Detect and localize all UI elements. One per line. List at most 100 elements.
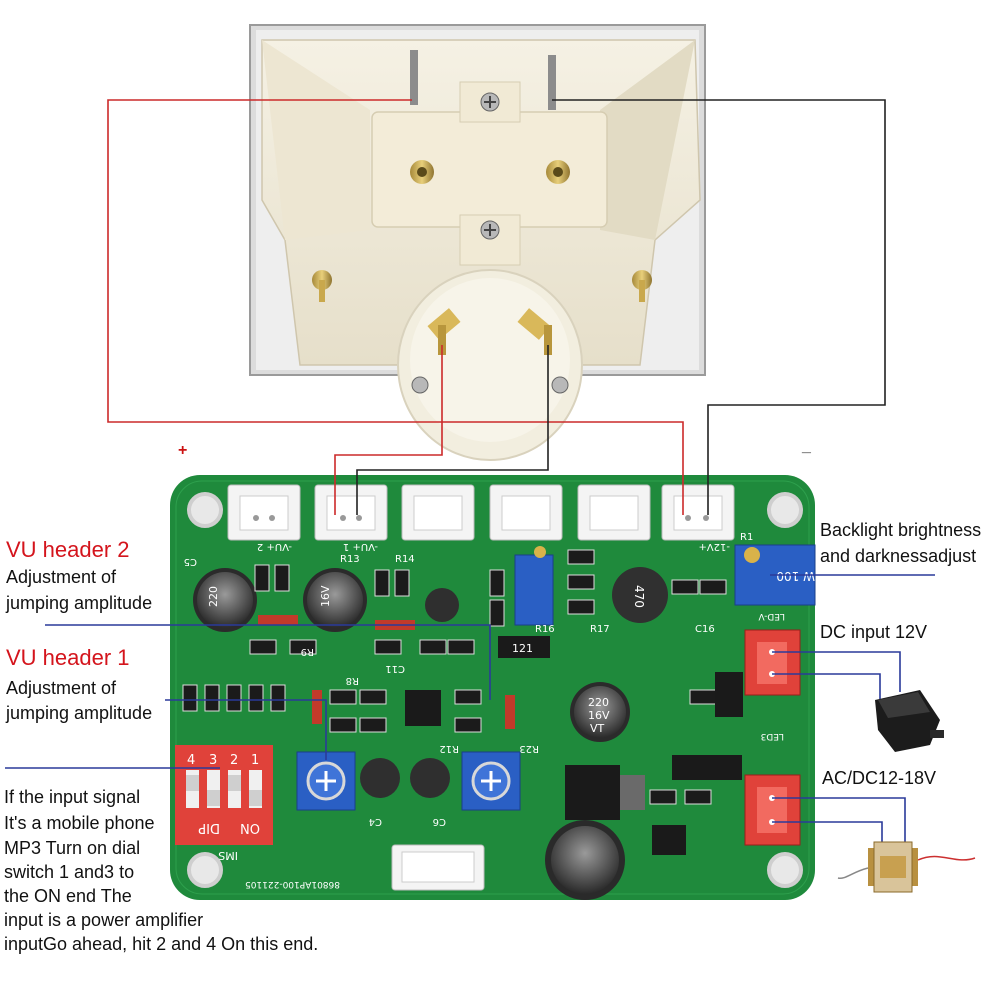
label-vu1-adjust-2: jumping amplitude [6,703,153,723]
svg-text:4: 4 [187,753,195,768]
lamp-terminal-left [410,50,418,105]
label-input-note-7: inputGo ahead, hit 2 and 4 On this end. [4,934,319,954]
capacitor-small [360,758,400,798]
svg-text:C4: C4 [369,816,382,827]
diode-block [715,672,743,717]
svg-text:VT: VT [590,722,605,735]
wires [5,99,935,850]
svg-text:R17: R17 [590,624,610,635]
svg-text:220: 220 [207,586,220,607]
diode-block [672,755,742,780]
meter-mounting-block [371,111,608,228]
svg-text:C16: C16 [695,624,715,635]
label-vu1-adjust-1: Adjustment of [6,678,117,698]
svg-text:R23: R23 [519,743,539,754]
label-input-note-4: switch 1 and3 to [4,862,135,882]
svg-text:R1: R1 [740,532,753,543]
transformer-icon [837,841,976,893]
silk-dc12v: -DC12V+ [823,652,834,698]
label-vu2-adjust-1: Adjustment of [6,567,117,587]
meter-terminal-minus [427,308,461,340]
inductor-470 [612,567,668,623]
ic-chip [498,636,550,658]
svg-text:R12: R12 [439,743,459,754]
svg-text:R13: R13 [340,554,360,565]
trimmer-vu2[interactable] [296,751,356,811]
wire-acdc [772,797,906,850]
trimmer-vu1[interactable] [461,751,521,811]
svg-text:C6: C6 [433,816,446,827]
jack-dc12v[interactable] [744,629,801,696]
silk-board-code: 86801AP100-221105 [245,879,340,889]
svg-text:16V: 16V [588,709,610,722]
svg-text:LED3: LED3 [761,731,784,741]
silk-acdc: AC/DC12-18V [843,794,854,862]
svg-text:R16: R16 [535,624,555,635]
svg-text:220: 220 [588,696,609,709]
label-vu2-adjust-2: jumping amplitude [6,593,153,613]
wire-dc12v-b [772,673,881,700]
svg-text:16V: 16V [319,585,332,607]
label-backlight-2: and darknessadjust [820,546,977,566]
label-input-note-5: the ON end The [4,886,132,906]
wire-acdc-b [772,821,883,848]
label-vu-header-1: VU header 1 [6,645,130,670]
smd-resistors [182,549,727,805]
svg-text:R14: R14 [395,554,415,565]
svg-text:DIP: DIP [198,820,220,835]
label-dc-input: DC input 12V [820,622,928,642]
label-input-note-1: If the input signal [4,787,141,807]
mounting-hole [187,852,223,888]
svg-text:LED-V: LED-V [758,611,785,621]
pointer-vu2 [45,624,491,700]
silk-header-vu1: -VU+ 1 [343,541,378,552]
meter-terminal-plus [517,308,551,340]
capacitor-220uf-center: 220 16V VT [570,682,630,742]
svg-text:3: 3 [209,753,217,768]
vu-meter [249,24,706,461]
capacitor-small [425,588,459,622]
label-input-note-3: MP3 Turn on dial [4,838,141,858]
pcb-board: -VU+ 2 -VU+ 1 -12V+ 220 16V 220 16V VT [170,475,854,900]
trimmer-top[interactable] [514,546,554,626]
svg-text:470: 470 [632,585,646,608]
mounting-hole [187,492,223,528]
label-vu-header-2: VU header 2 [6,537,130,562]
svg-text:R8: R8 [346,675,359,686]
label-acdc-input: AC/DC12-18V [822,768,937,788]
mounting-hole [767,492,803,528]
capacitor-220uf-left: 220 [193,568,257,632]
wire-dc12v [772,651,901,692]
ic-chip [405,690,441,726]
capacitor-220uf-mid: 16V [303,568,367,632]
silk-ims: IMS [218,849,238,862]
label-plus: + [178,442,188,459]
label-minus: _ [802,438,811,455]
silk-header-vu2: -VU+ 2 [257,541,292,552]
wire-meter-dark [356,345,549,515]
lamp-terminal-right [548,55,556,110]
label-backlight-1: Backlight brightness [820,520,982,540]
pointer-vu1 [165,699,327,760]
svg-text:2: 2 [230,753,238,768]
svg-text:121: 121 [512,642,533,655]
wire-lamp-minus [552,99,886,515]
svg-text:C5: C5 [184,556,197,567]
diode [505,695,515,729]
transistor [652,825,686,855]
label-input-note-6: input is a power amplifier [4,910,204,930]
wire-lamp-plus [107,99,684,515]
jack-acdc[interactable] [744,774,801,846]
wire-meter-red [334,345,443,515]
diode [312,690,322,724]
svg-text:C11: C11 [385,663,405,674]
header-row [227,484,735,541]
dip-switch[interactable]: 4 3 2 1 DIP ON [175,745,273,845]
label-input-note-2: It's a mobile phone [4,813,155,833]
dc-adapter-icon [875,690,944,752]
mounting-hole [767,852,803,888]
svg-text:1: 1 [251,753,259,768]
diode [258,615,298,625]
silk-header-12v: -12V+ [698,541,730,552]
